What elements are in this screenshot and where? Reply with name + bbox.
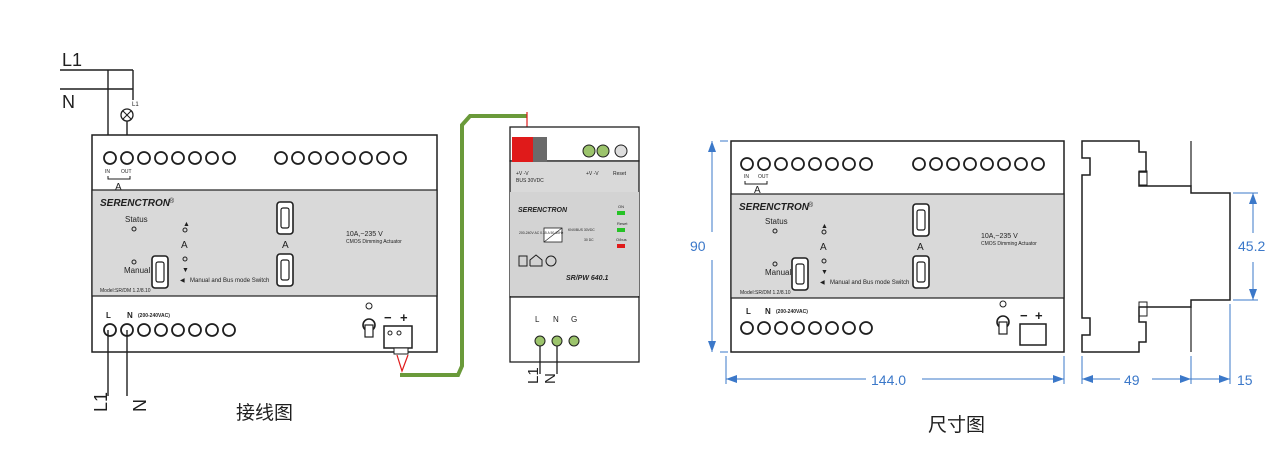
switch-label: Manual and Bus mode Switch: [190, 278, 269, 284]
psu-terminal-n: [551, 335, 563, 347]
psu-reset-label: Reset: [613, 171, 627, 177]
led-on: [617, 211, 625, 215]
svg-text:−: −: [1020, 308, 1028, 323]
dim-supply-n-label: N: [765, 307, 771, 316]
psu-vv2-label: +V -V: [586, 171, 599, 177]
psu-terminal-l: [534, 335, 546, 347]
dim-channel-label: A: [754, 185, 761, 196]
status-led: [131, 226, 137, 232]
rating-line-2: CMOS Dimming Actuator: [346, 239, 402, 245]
supply-l-label: L: [106, 311, 111, 320]
psu-brand: SERENCTRON: [518, 207, 568, 214]
psu-g-label: G: [571, 315, 577, 324]
out-label: OUT: [121, 169, 132, 175]
psu-under-l1: L1: [525, 367, 542, 384]
bottom-l1-label: L1: [91, 392, 111, 412]
bus-cable: [400, 114, 527, 377]
svg-text:▲: ▲: [183, 221, 190, 228]
psu-l-label: L: [535, 315, 540, 324]
psu-input-spec: 200-240V AC 0.35 A 50-60Hz: [519, 231, 564, 235]
dim-depth-label: 49: [1124, 372, 1140, 388]
wiring-section: L1 N L1 IN OUT A SERENCTRON ® Status ▲ A…: [60, 50, 528, 424]
in-label: IN: [105, 169, 110, 175]
dim-width-label: 144.0: [871, 372, 906, 388]
svg-text:◀: ◀: [820, 280, 825, 286]
bus-terminal-red: [512, 137, 533, 162]
psu-bus-label: BUS 30VDC: [516, 178, 544, 184]
dim-rating-line-1: 10A,~235 V: [981, 233, 1018, 240]
svg-text:+: +: [1035, 308, 1043, 323]
svg-text:▼: ▼: [182, 267, 189, 274]
psu-n-label: N: [553, 315, 559, 324]
power-supply: +V -V BUS 30VDC +V -V Reset SERENCTRON O…: [509, 126, 640, 384]
manual-label: Manual: [124, 266, 150, 275]
psu-model: SR/PW 640.1: [566, 275, 609, 282]
brand-logo: SERENCTRON: [100, 198, 171, 209]
svg-text:◀: ◀: [180, 278, 185, 284]
dim-status-label: Status: [765, 217, 788, 226]
line-l1-label: L1: [62, 50, 82, 70]
dim-rating-line-2: CMOS Dimming Actuator: [981, 241, 1037, 247]
psu-under-n: N: [542, 373, 559, 384]
led-overbus-label: O/bus: [616, 237, 627, 242]
led-overbus: [617, 244, 625, 248]
dim-step-label: 15: [1237, 372, 1253, 388]
dim-supply-range: (200-240VAC): [776, 309, 808, 315]
svg-text:▲: ▲: [821, 223, 828, 230]
reg-mark: ®: [169, 197, 175, 205]
dim-channel-a-left: A: [820, 242, 827, 253]
dim-in-label: IN: [744, 174, 749, 180]
psu-terminal-g: [568, 335, 580, 347]
dims-caption: 尺寸图: [928, 414, 985, 436]
channel-a-left: A: [181, 240, 188, 251]
bus-minus: −: [384, 310, 392, 325]
actuator-panel: [91, 189, 438, 297]
psu-vv-label: +V -V: [516, 171, 529, 177]
status-label: Status: [125, 215, 148, 224]
led-reset: [617, 228, 625, 232]
reset-button[interactable]: [614, 144, 628, 158]
dim-out-label: OUT: [758, 174, 769, 180]
lamp-label: L1: [132, 102, 139, 108]
bus-connector: [383, 325, 413, 349]
bottom-n-label: N: [130, 399, 150, 412]
dim-height-label: 90: [690, 238, 706, 254]
neutral-label: N: [62, 92, 75, 112]
dim-switch-label: Manual and Bus mode Switch: [830, 280, 909, 286]
dim-model-label: Model:SR/DM 1.2/8.10: [740, 290, 791, 296]
dim-reg-mark: ®: [808, 201, 814, 209]
psu-output-spec: KNX/BUS 30VDC: [568, 228, 595, 232]
psu-out-voltage: 30 DC: [584, 238, 594, 242]
dim-inner-height-label: 45.2: [1238, 238, 1265, 254]
bus-plus: +: [400, 310, 408, 325]
dimension-section: IN OUT A SERENCTRON ® Status ▲ A ▼ A Man…: [690, 140, 1265, 436]
bus-terminal-grey: [533, 137, 547, 162]
supply-range-label: (200-240VAC): [138, 313, 170, 319]
channel-label: A: [115, 182, 122, 193]
svg-text:▼: ▼: [821, 269, 828, 276]
channel-a-toggle-down[interactable]: [276, 253, 294, 287]
wiring-caption: 接线图: [236, 402, 293, 424]
dim-channel-a-right: A: [917, 242, 924, 253]
dim-side-view: [1081, 140, 1231, 353]
dim-manual-label: Manual: [765, 268, 791, 277]
dim-supply-l-label: L: [746, 307, 751, 316]
led-reset-label: Reset: [617, 221, 628, 226]
channel-a-toggle-up[interactable]: [276, 201, 294, 235]
model-label: Model:SR/DM 1.2/8.10: [100, 288, 151, 294]
manual-switch[interactable]: [151, 255, 169, 289]
dim-brand: SERENCTRON: [739, 202, 810, 213]
led-on-label: ON: [618, 204, 624, 209]
rating-line-1: 10A,~235 V: [346, 231, 383, 238]
channel-a-right: A: [282, 240, 289, 251]
supply-n-label: N: [127, 311, 133, 320]
